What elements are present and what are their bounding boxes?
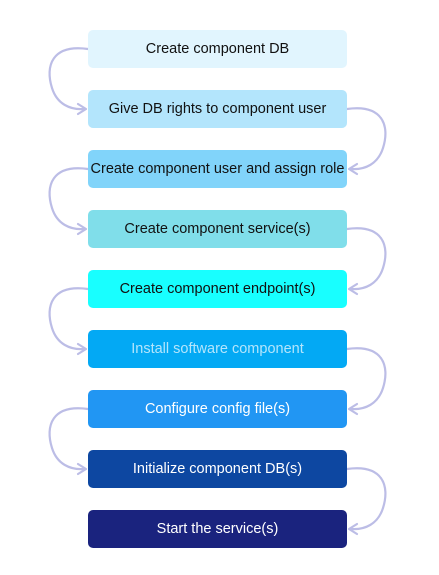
connector-2-3 <box>345 107 387 176</box>
step-initialize-component-db: Initialize component DB(s) <box>88 450 347 488</box>
step-label: Start the service(s) <box>156 521 279 537</box>
connector-6-7 <box>345 347 387 416</box>
connector-4-5 <box>345 227 387 296</box>
connector-8-9 <box>345 467 387 536</box>
step-configure-config-files: Configure config file(s) <box>88 390 347 428</box>
step-give-db-rights: Give DB rights to component user <box>88 90 347 128</box>
step-label: Create component DB <box>145 41 290 57</box>
step-create-component-db: Create component DB <box>88 30 347 68</box>
step-create-component-services: Create component service(s) <box>88 210 347 248</box>
step-label: Create component service(s) <box>124 221 311 237</box>
step-label: Configure config file(s) <box>144 401 291 417</box>
step-label: Install software component <box>131 341 304 357</box>
step-create-component-endpoints: Create component endpoint(s) <box>88 270 347 308</box>
connector-5-6 <box>48 287 90 356</box>
step-label: Create component user and assign role <box>90 161 345 177</box>
step-create-user-assign-role: Create component user and assign role <box>88 150 347 188</box>
step-install-software-component: Install software component <box>88 330 347 368</box>
connector-3-4 <box>48 167 90 236</box>
connector-7-8 <box>48 407 90 476</box>
step-start-services: Start the service(s) <box>88 510 347 548</box>
step-label: Create component endpoint(s) <box>119 281 316 297</box>
step-label: Initialize component DB(s) <box>132 461 303 477</box>
step-label: Give DB rights to component user <box>108 101 327 117</box>
connector-1-2 <box>48 47 90 116</box>
